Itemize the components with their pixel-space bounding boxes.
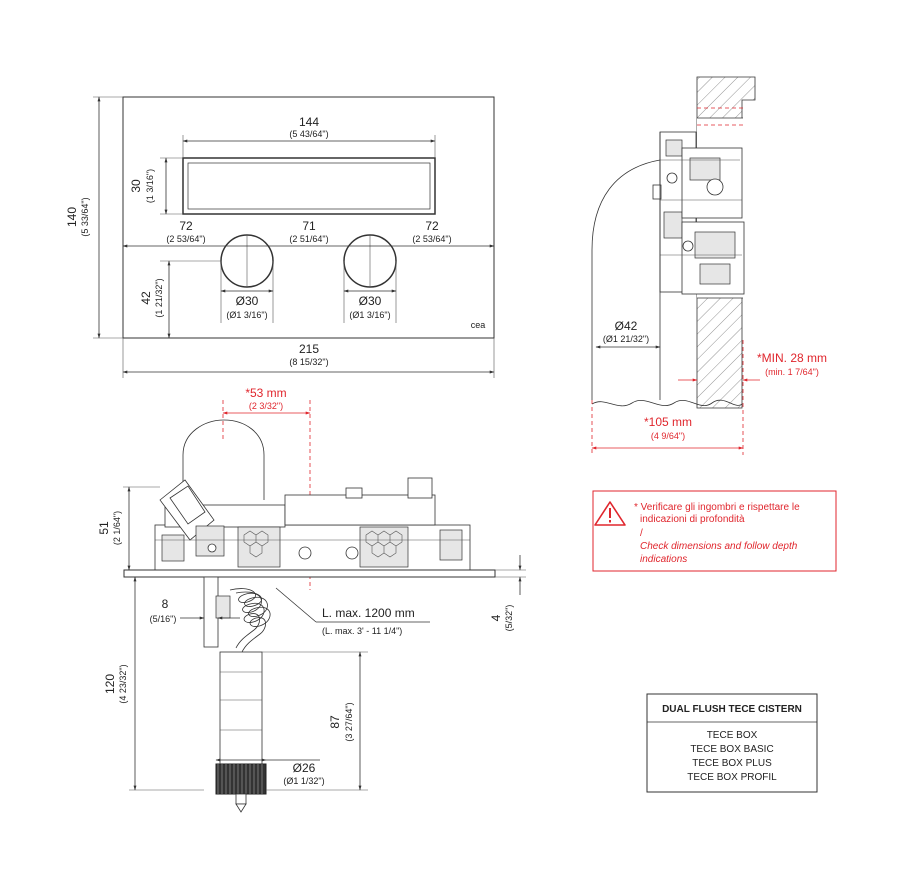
depth-inch-label: (4 9/64") [651,431,685,441]
depth-label: *105 mm [644,415,692,429]
window-height-label: 30 [129,179,143,193]
spacing-left-label: 72 [179,219,193,233]
compat-row: TECE BOX PROFIL [687,772,777,783]
length-label: 120 [103,674,117,694]
spacing-left-inch-label: (2 53/64") [166,234,205,244]
compat-row: TECE BOX BASIC [690,744,773,755]
mounting-plate [123,569,496,578]
gap-label: 8 [162,597,169,611]
min-depth-inch-label: (min. 1 7/64") [765,367,819,377]
window-height-inch-label: (1 3/16") [145,169,155,203]
hole-left-label: Ø30 [236,294,259,308]
gap-inch-label: (5/16") [150,614,177,624]
cable-length-label: L. max. 1200 mm [322,606,415,620]
offset-inch-label: (2 3/32") [249,401,283,411]
knob-diameter-label: Ø26 [293,761,316,775]
body-length-label: 87 [328,715,342,729]
front-view: 144 (5 43/64") 30 (1 3/16") 72 (2 53/64"… [65,96,495,378]
window-width-inch-label: (5 43/64") [289,129,328,139]
plate-width-label: 215 [299,342,319,356]
plate-width-inch-label: (8 15/32") [289,357,328,367]
compat-table: DUAL FLUSH TECE CISTERN TECE BOX TECE BO… [646,693,818,793]
warning-slash: / [640,528,643,539]
body-length-inch-label: (3 27/64") [344,702,354,741]
offset-label: *53 mm [245,386,286,400]
warning-line-4: indications [640,554,687,565]
compat-row: TECE BOX [707,730,758,741]
warning-line-3: Check dimensions and follow depth [640,541,798,552]
hole-right-label: Ø30 [359,294,382,308]
warning-line-1: * Verificare gli ingombri e rispettare l… [634,502,800,513]
spacing-mid-inch-label: (2 51/64") [289,234,328,244]
knob-diameter-inch-label: (Ø1 1/32") [283,776,324,786]
spacing-right-inch-label: (2 53/64") [412,234,451,244]
warning-line-2: indicazioni di profondità [640,514,745,525]
compat-row: TECE BOX PLUS [692,758,772,769]
plate-height-label: 140 [65,207,79,227]
window-width-label: 144 [299,115,319,129]
front-plate [122,96,495,339]
spacing-right-label: 72 [425,219,439,233]
warning-box: * Verificare gli ingombri e rispettare l… [592,490,837,572]
hole-offset-label: 42 [139,291,153,305]
height-inch-label: (2 1/64") [112,511,122,545]
bottom-view: *53 mm (2 3/32") 51 (2 1/64") 4 [97,386,526,813]
min-depth-label: *MIN. 28 mm [757,351,827,365]
spacing-mid-label: 71 [302,219,316,233]
brand-logo-text: cea [471,320,486,330]
hole-left-inch-label: (Ø1 3/16") [226,310,267,320]
length-inch-label: (4 23/32") [118,664,128,703]
front-window [182,157,436,215]
compat-table-header: DUAL FLUSH TECE CISTERN [662,704,802,715]
height-label: 51 [97,521,111,535]
cable-length-inch-label: (L. max. 3' - 11 1/4") [322,626,402,636]
hole-right-inch-label: (Ø1 3/16") [349,310,390,320]
side-diameter-inch-label: (Ø1 21/32") [603,334,649,344]
warning-icon [594,501,626,526]
thickness-label: 4 [489,614,503,621]
side-diameter-label: Ø42 [615,319,638,333]
plate-height-inch-label: (5 33/64") [80,197,90,236]
thickness-inch-label: (5/32") [504,605,514,632]
hole-offset-inch-label: (1 21/32") [154,278,164,317]
side-view: Ø42 (Ø1 21/32") *MIN. 28 mm (min. 1 7/64… [591,76,827,455]
